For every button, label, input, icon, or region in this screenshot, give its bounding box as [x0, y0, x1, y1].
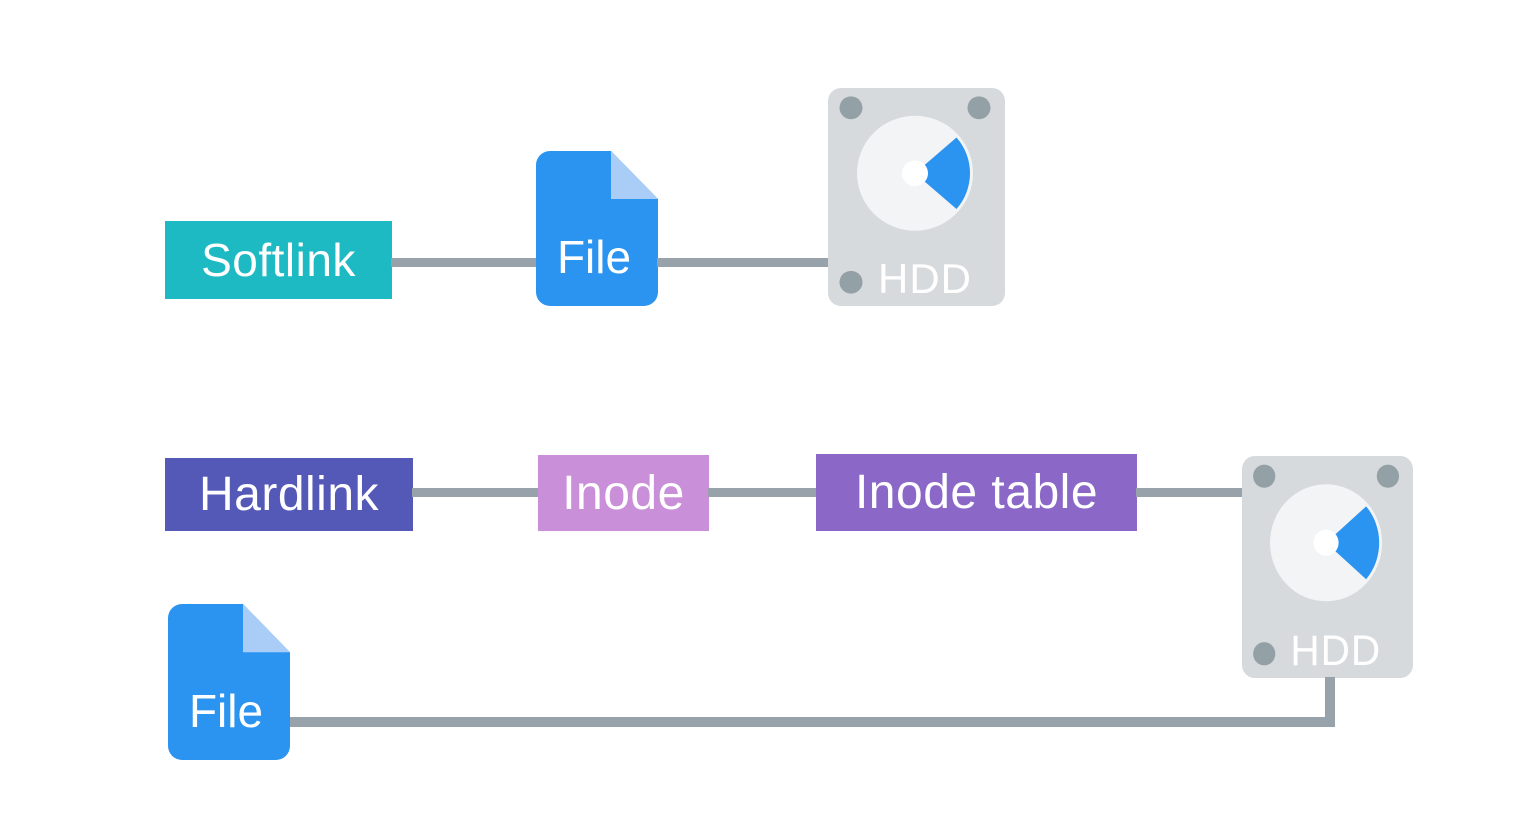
file-label: File: [557, 231, 631, 283]
hdd-spindle-hole: [902, 160, 928, 187]
hdd-screw-bottom-left: [1253, 642, 1276, 666]
hdd-label: HDD: [1290, 626, 1381, 674]
file-fold-corner: [611, 151, 658, 199]
hdd-screw-top-left: [1253, 464, 1276, 488]
hardlink-node: Hardlink: [165, 458, 413, 531]
file-label: File: [189, 685, 263, 737]
inode-node: Inode: [538, 455, 709, 531]
hdd-icon: HDD: [1242, 456, 1413, 678]
inode-table-node: Inode table: [816, 454, 1137, 531]
hdd-wedge: [1326, 506, 1380, 580]
hdd-screw-top-right: [1376, 464, 1399, 488]
hdd-screw-top-left: [839, 96, 863, 120]
inode-label: Inode: [562, 466, 685, 520]
hdd-spindle-hole: [1313, 529, 1339, 556]
file-fold-corner: [243, 604, 290, 653]
hdd-wedge: [915, 137, 971, 209]
file-icon: File: [536, 151, 658, 306]
connector-file-hdd-horizontal: [290, 717, 1335, 727]
hardlink-label: Hardlink: [198, 468, 380, 521]
connector-inode-inodetable: [708, 488, 816, 497]
connector-file-hdd: [657, 258, 829, 267]
softlink-node: Softlink: [165, 221, 392, 299]
connector-inodetable-hdd: [1136, 488, 1242, 497]
inode-table-label: Inode table: [854, 466, 1099, 519]
hdd-icon: HDD: [828, 88, 1005, 306]
connector-file-hdd-vertical: [1325, 677, 1335, 727]
connector-softlink-file: [391, 258, 537, 267]
hdd-label: HDD: [878, 255, 972, 302]
softlink-label: Softlink: [201, 234, 356, 286]
file-icon: File: [168, 604, 290, 760]
hdd-screw-bottom-left: [839, 270, 863, 294]
connector-hardlink-inode: [412, 488, 538, 497]
hdd-screw-top-right: [967, 96, 991, 120]
